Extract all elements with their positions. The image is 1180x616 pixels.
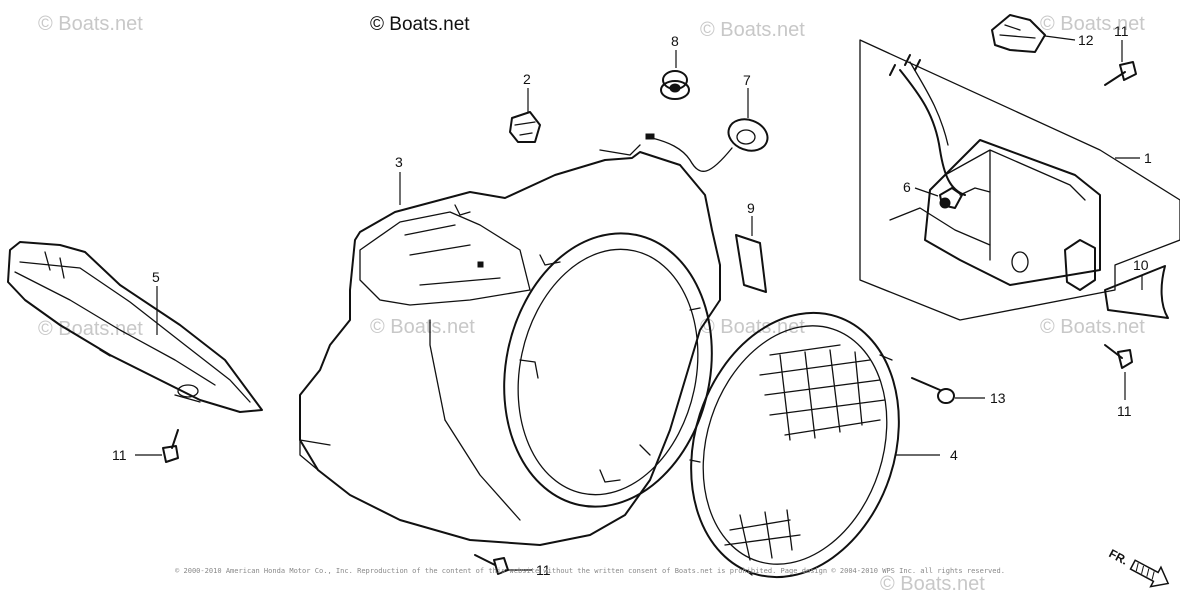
part-7-sensor <box>645 118 769 172</box>
callout-13: 13 <box>990 390 1006 406</box>
part-8-grommet <box>660 70 690 100</box>
bolt-13 <box>911 377 955 404</box>
callout-11-mid-right: 11 <box>1117 403 1132 419</box>
callout-12: 12 <box>1078 32 1094 48</box>
bolt-11-mid-right <box>1104 344 1133 369</box>
part-3-fan-cover <box>299 144 721 546</box>
footer-copyright: © 2000-2010 American Honda Motor Co., In… <box>175 567 1005 575</box>
bolt-11-left <box>162 429 179 463</box>
callout-11-bottom: 11 <box>536 562 551 578</box>
callout-5: 5 <box>152 269 160 285</box>
front-arrow-icon <box>1129 559 1170 588</box>
watermark-faint: © Boats.net <box>1040 316 1145 338</box>
front-label: FR. <box>1107 546 1131 567</box>
callout-6: 6 <box>903 179 911 195</box>
watermark-faint: © Boats.net <box>1040 13 1145 35</box>
callout-11-left: 11 <box>112 447 127 463</box>
callout-10: 10 <box>1133 257 1149 273</box>
part-1-control-box <box>859 39 1180 321</box>
callout-7: 7 <box>743 72 751 88</box>
watermark-faint: © Boats.net <box>700 316 805 338</box>
part-2-clip <box>509 111 541 143</box>
front-direction-indicator: FR. <box>1107 546 1170 588</box>
part-4-screen-grille <box>689 311 900 579</box>
callout-11-top-right: 11 <box>1114 23 1129 39</box>
watermark-faint: © Boats.net <box>38 13 143 35</box>
callout-9: 9 <box>747 200 755 216</box>
watermark-faint: © Boats.net <box>700 19 805 41</box>
leader-lines <box>135 35 1143 571</box>
callout-3: 3 <box>395 154 403 170</box>
bolt-11-top-right <box>1104 61 1137 86</box>
watermark-faint: © Boats.net <box>880 573 985 595</box>
callout-1: 1 <box>1144 150 1152 166</box>
watermark-header: © Boats.net <box>370 14 470 35</box>
part-10-plate <box>1104 265 1169 319</box>
watermark-faint: © Boats.net <box>38 318 143 340</box>
part-6-clamp <box>939 187 963 209</box>
watermark-faint: © Boats.net <box>370 316 475 338</box>
callout-2: 2 <box>523 71 531 87</box>
callout-4: 4 <box>950 447 958 463</box>
callout-8: 8 <box>671 33 679 49</box>
part-12-cord-clip <box>991 14 1046 53</box>
part-9-label <box>735 234 767 293</box>
